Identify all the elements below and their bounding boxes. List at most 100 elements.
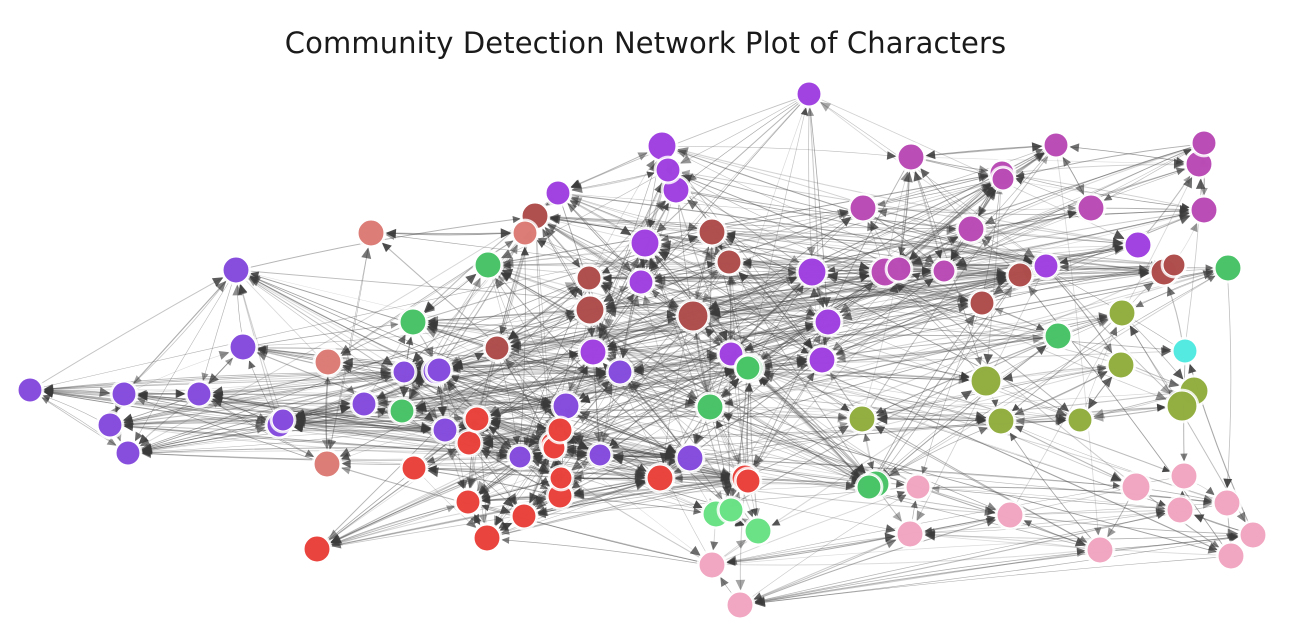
- node-disc-violet[interactable]: [607, 359, 633, 385]
- graph-node[interactable]: [269, 406, 297, 434]
- node-disc-red[interactable]: [401, 455, 427, 481]
- graph-node[interactable]: [968, 363, 1004, 399]
- graph-node[interactable]: [453, 487, 483, 517]
- node-disc-green[interactable]: [856, 474, 882, 500]
- graph-node[interactable]: [696, 549, 728, 581]
- node-disc-purple[interactable]: [814, 308, 842, 336]
- graph-node[interactable]: [696, 216, 728, 248]
- node-disc-pink[interactable]: [1086, 536, 1114, 564]
- node-disc-orchid[interactable]: [1190, 196, 1218, 224]
- node-disc-pink[interactable]: [1121, 472, 1151, 502]
- node-disc-violet[interactable]: [508, 445, 532, 469]
- graph-node[interactable]: [1005, 260, 1035, 290]
- node-disc-purple[interactable]: [579, 338, 607, 366]
- node-disc-red[interactable]: [456, 430, 482, 456]
- node-disc-orchid[interactable]: [1043, 132, 1069, 158]
- graph-node[interactable]: [301, 533, 333, 565]
- node-layer[interactable]: [15, 79, 1269, 621]
- node-disc-violet[interactable]: [111, 381, 137, 407]
- node-disc-salmon[interactable]: [512, 220, 538, 246]
- node-disc-violet[interactable]: [97, 412, 123, 438]
- graph-node[interactable]: [1122, 229, 1154, 261]
- graph-node[interactable]: [1065, 405, 1095, 435]
- graph-node[interactable]: [424, 355, 454, 385]
- graph-node[interactable]: [794, 79, 824, 109]
- graph-node[interactable]: [1211, 487, 1243, 519]
- graph-node[interactable]: [15, 375, 45, 405]
- graph-node[interactable]: [471, 522, 503, 554]
- graph-node[interactable]: [454, 428, 484, 458]
- graph-node[interactable]: [482, 333, 512, 363]
- node-disc-red[interactable]: [646, 464, 674, 492]
- graph-node[interactable]: [577, 336, 609, 368]
- node-disc-violet[interactable]: [115, 440, 141, 466]
- graph-node[interactable]: [989, 165, 1017, 193]
- node-disc-pink[interactable]: [996, 501, 1024, 529]
- node-disc-brown[interactable]: [576, 265, 602, 291]
- node-disc-orchid[interactable]: [932, 259, 956, 283]
- node-disc-violet[interactable]: [17, 377, 43, 403]
- graph-node[interactable]: [854, 472, 884, 502]
- graph-node[interactable]: [1031, 251, 1061, 281]
- node-disc-olive[interactable]: [1107, 351, 1135, 379]
- graph-node[interactable]: [884, 254, 914, 284]
- graph-node[interactable]: [1041, 130, 1071, 160]
- graph-node[interactable]: [1164, 388, 1200, 424]
- node-disc-lightgreen[interactable]: [718, 497, 744, 523]
- node-disc-purple[interactable]: [796, 81, 822, 107]
- node-disc-lightgreen[interactable]: [744, 517, 772, 545]
- node-disc-green[interactable]: [1214, 254, 1242, 282]
- node-disc-green[interactable]: [474, 251, 502, 279]
- graph-node[interactable]: [545, 415, 575, 445]
- graph-node[interactable]: [605, 357, 635, 387]
- node-disc-pink[interactable]: [698, 551, 726, 579]
- graph-node[interactable]: [653, 155, 683, 185]
- graph-node[interactable]: [903, 472, 933, 502]
- node-disc-purple[interactable]: [647, 131, 677, 161]
- node-disc-brown[interactable]: [677, 300, 709, 332]
- node-disc-cyan[interactable]: [1172, 338, 1198, 364]
- node-disc-brown[interactable]: [1162, 253, 1186, 277]
- node-disc-violet[interactable]: [676, 444, 704, 472]
- graph-node[interactable]: [1106, 297, 1138, 329]
- graph-node[interactable]: [967, 288, 997, 318]
- node-disc-orchid[interactable]: [897, 143, 925, 171]
- graph-node[interactable]: [694, 391, 726, 423]
- node-disc-olive[interactable]: [987, 407, 1015, 435]
- node-disc-brown[interactable]: [575, 295, 605, 325]
- node-disc-purple[interactable]: [628, 269, 654, 295]
- graph-node[interactable]: [109, 379, 139, 409]
- node-disc-purple[interactable]: [545, 180, 571, 206]
- graph-node[interactable]: [733, 353, 763, 383]
- node-disc-red[interactable]: [473, 524, 501, 552]
- node-disc-green[interactable]: [389, 398, 415, 424]
- graph-node[interactable]: [397, 306, 429, 338]
- graph-node[interactable]: [1160, 251, 1188, 279]
- node-disc-olive[interactable]: [1108, 299, 1136, 327]
- graph-node[interactable]: [573, 293, 607, 327]
- node-disc-red[interactable]: [455, 489, 481, 515]
- node-disc-brown[interactable]: [698, 218, 726, 246]
- node-disc-violet[interactable]: [229, 333, 257, 361]
- node-disc-pink[interactable]: [1170, 462, 1198, 490]
- graph-node[interactable]: [1189, 128, 1219, 158]
- node-disc-violet[interactable]: [271, 408, 295, 432]
- node-disc-red[interactable]: [303, 535, 331, 563]
- graph-node[interactable]: [1212, 252, 1244, 284]
- graph-node[interactable]: [628, 226, 662, 260]
- graph-node[interactable]: [846, 403, 878, 435]
- node-disc-red[interactable]: [735, 468, 761, 494]
- node-disc-salmon[interactable]: [314, 348, 342, 376]
- graph-node[interactable]: [349, 389, 379, 419]
- graph-node[interactable]: [1188, 194, 1220, 226]
- graph-node[interactable]: [547, 464, 575, 492]
- node-disc-orchid[interactable]: [1077, 194, 1105, 222]
- node-disc-red[interactable]: [549, 466, 573, 490]
- node-disc-olive[interactable]: [848, 405, 876, 433]
- graph-node[interactable]: [227, 331, 259, 363]
- node-disc-purple[interactable]: [655, 157, 681, 183]
- node-disc-violet[interactable]: [432, 417, 458, 443]
- graph-node[interactable]: [399, 453, 429, 483]
- node-disc-brown[interactable]: [484, 335, 510, 361]
- node-disc-orchid[interactable]: [886, 256, 912, 282]
